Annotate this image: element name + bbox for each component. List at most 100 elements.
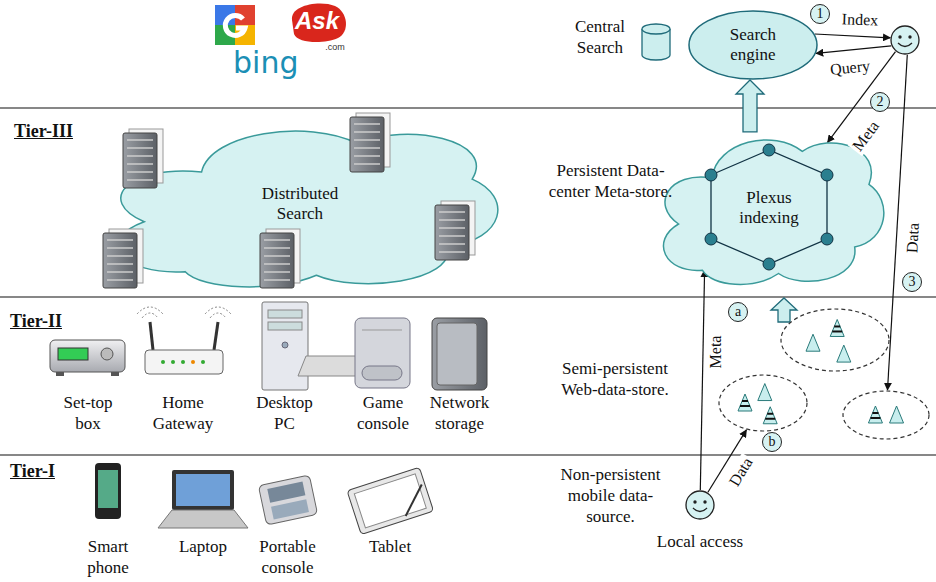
home-gateway-icon-part — [171, 360, 175, 364]
plexus-cloud-shape-part — [821, 169, 833, 181]
distributed-search-cloud-shape-part-part — [127, 163, 153, 165]
distributed-search-cloud-shape-part-part — [439, 211, 465, 213]
home-gateway-icon-part — [214, 322, 218, 350]
tier-description: Persistent Data-center Meta-store. — [548, 160, 673, 202]
home-gateway-icon — [137, 307, 231, 374]
node-text: Distributed Search — [250, 184, 350, 224]
data-store-group-shape-part — [806, 334, 820, 351]
user-icon-shape-part — [693, 508, 707, 512]
logo-text: Ask — [292, 7, 342, 35]
data-store-group-shape-part — [763, 407, 777, 424]
edge-label: Meta — [848, 116, 885, 156]
data-store-group-shape-part — [830, 319, 844, 336]
portable-console-icon — [258, 475, 317, 525]
user-icon-shape — [890, 25, 920, 55]
plexus-cloud-shape-part — [663, 140, 883, 284]
plexus-cloud-shape-part — [763, 144, 775, 156]
data-store-group-shape-part — [837, 345, 851, 362]
device-label: Laptop — [168, 536, 238, 557]
network-storage-icon — [432, 318, 487, 390]
desktop-pc-icon-part — [282, 342, 288, 348]
distributed-search-cloud-shape-part-part — [354, 155, 380, 157]
distributed-search-cloud-shape-part-part — [439, 227, 465, 229]
set-top-box-icon-part — [58, 348, 88, 360]
distributed-search-cloud: Distributed Search — [95, 115, 505, 293]
tier-description: Non-persistent mobile data-source. — [548, 464, 673, 527]
home-gateway-icon-part — [145, 350, 223, 374]
block-arrow — [736, 80, 764, 132]
smart-phone-icon — [95, 463, 121, 519]
portable-console-icon-part — [271, 499, 309, 519]
user-icon — [890, 25, 920, 55]
set-top-box-icon-part — [56, 372, 64, 376]
device-label: Smart phone — [77, 536, 139, 578]
callout-number: 1 — [817, 7, 824, 21]
distributed-search-cloud-shape-part-part — [127, 179, 153, 181]
distributed-search-cloud-shape-part-part — [127, 155, 153, 157]
distributed-search-cloud-shape-part-part — [107, 279, 133, 281]
callout-number: 3 — [902, 272, 922, 292]
tier-divider — [0, 108, 936, 455]
distributed-search-cloud-shape-part-part — [439, 235, 465, 237]
plexus-cloud-shape-part — [705, 233, 717, 245]
data-store-group-shape-part — [890, 406, 904, 423]
data-store-group-shape-part — [870, 417, 880, 419]
data-store-group-shape-part — [868, 406, 882, 423]
data-store-group — [780, 308, 890, 372]
distributed-search-cloud-shape-part-part — [264, 263, 290, 265]
set-top-box-icon — [50, 340, 125, 376]
desktop-pc-icon-part — [268, 322, 302, 330]
user-icon-shape-part — [703, 500, 706, 503]
distributed-search-cloud-shape-part-part — [127, 171, 153, 173]
callout-number: b — [762, 432, 782, 452]
laptop-icon-part — [172, 470, 234, 510]
distributed-search-cloud-shape-part-part — [123, 133, 157, 188]
data-store-group-shape-part — [758, 384, 772, 401]
desktop-pc-icon — [262, 302, 370, 390]
data-store-group-shape — [780, 308, 890, 372]
device-label: Desktop PC — [252, 392, 317, 434]
data-store-group — [718, 374, 808, 432]
portable-console-icon-part — [258, 475, 317, 525]
callout-number: a — [735, 305, 741, 319]
laptop-icon-part — [176, 474, 230, 506]
distributed-search-cloud-shape-part-part — [435, 205, 469, 260]
data-store-group-shape-part — [832, 330, 842, 332]
device-label: Home Gateway — [143, 392, 223, 434]
search-engine-ellipse-shape-part — [689, 11, 817, 79]
distributed-search-cloud-shape-part-part — [354, 131, 380, 133]
game-console-icon-part — [355, 318, 410, 388]
data-store-group — [842, 390, 930, 440]
distributed-search-cloud-shape-part-part — [103, 233, 137, 288]
user-icon-shape-part — [898, 43, 912, 47]
distributed-search-cloud-shape-part — [123, 129, 163, 188]
distributed-search-cloud-shape-part-part — [264, 255, 290, 257]
tablet-icon — [347, 467, 433, 534]
arrow-connector — [815, 34, 891, 38]
callout-number: 3 — [909, 275, 916, 289]
distributed-search-cloud-shape-part-part — [264, 271, 290, 273]
distributed-search-cloud-shape-part-part — [439, 219, 465, 221]
database-icon — [642, 24, 670, 60]
tablet-icon-part — [347, 467, 433, 534]
callout-number: b — [769, 435, 776, 449]
desktop-pc-icon-part — [268, 310, 302, 318]
distributed-search-cloud-shape-part-part — [439, 251, 465, 253]
home-gateway-icon-part — [191, 360, 195, 364]
distributed-search-cloud-shape-part-part — [260, 233, 294, 288]
distributed-search-cloud-shape-part — [103, 229, 143, 288]
node-text: Search engine — [713, 25, 793, 65]
arrow-connector — [816, 46, 891, 54]
logo-text: .com — [322, 42, 348, 52]
network-storage-icon-part — [437, 323, 477, 385]
google-logo-part — [225, 15, 245, 35]
data-store-group-shape-part — [767, 413, 773, 415]
google-logo — [215, 5, 255, 45]
ask-logo — [292, 4, 346, 43]
distributed-search-cloud-shape-part-part — [350, 117, 384, 172]
callout-number: 2 — [877, 95, 884, 109]
edge-label: Meta — [707, 334, 725, 371]
home-gateway-icon-part — [137, 307, 231, 318]
user-icon-shape-part — [686, 491, 714, 519]
